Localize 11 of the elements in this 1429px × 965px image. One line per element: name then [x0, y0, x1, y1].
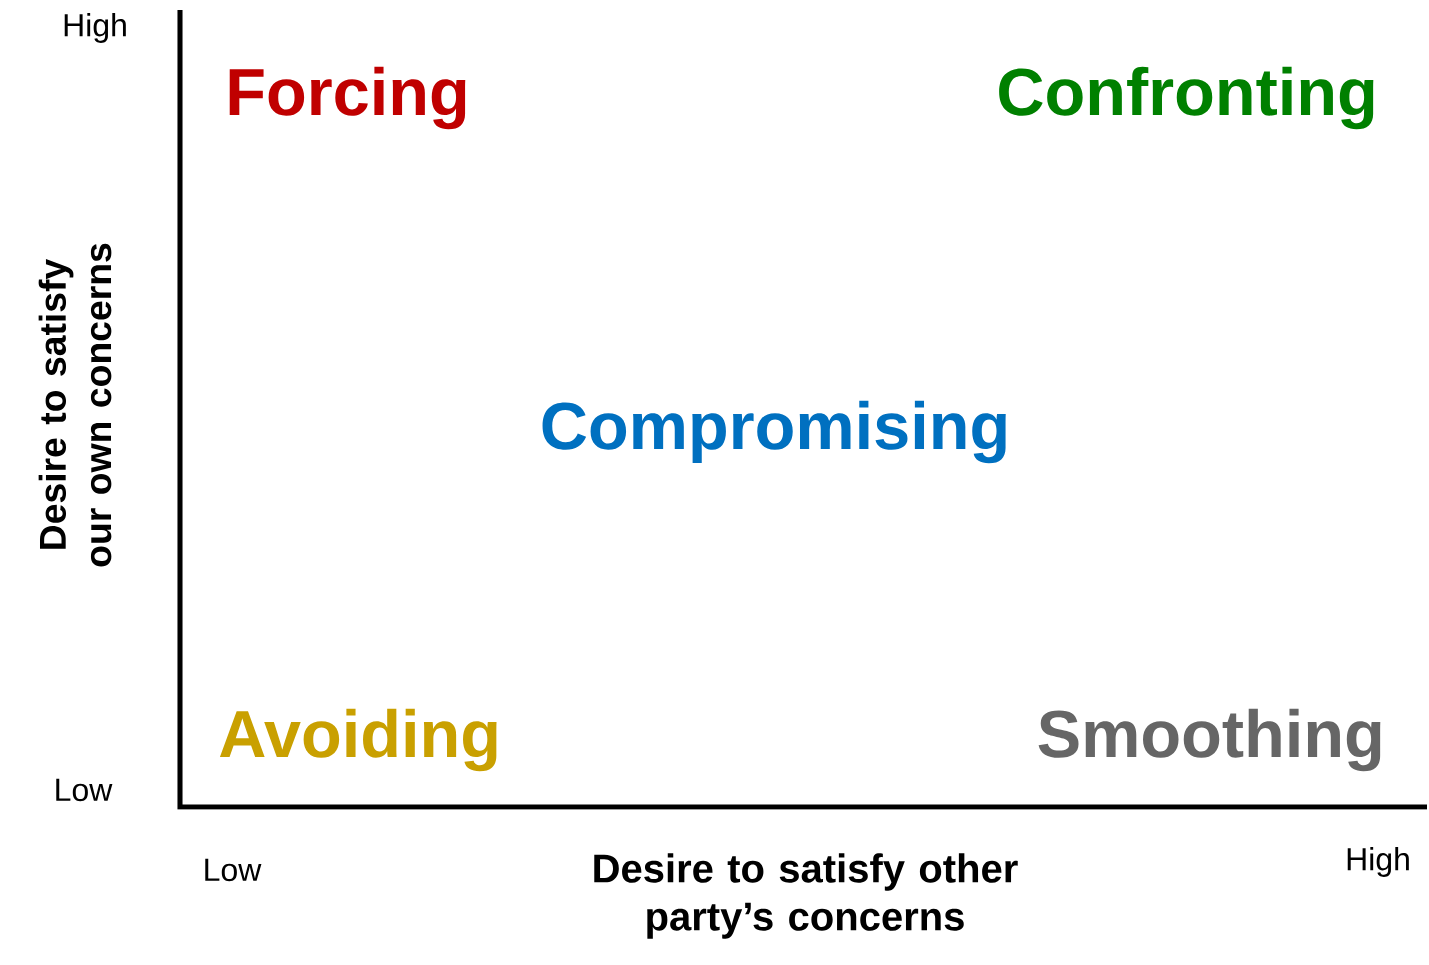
axis-title: Desire to satisfy other party’s concerns — [594, 853, 1018, 939]
quadrant-label: Confronting — [999, 66, 1374, 130]
axis-tick-label: High — [1347, 847, 1409, 877]
axis-tick-label: Low — [205, 858, 262, 882]
axis-tick-label: Low — [56, 778, 113, 802]
axis-tick-label: High — [64, 13, 126, 43]
quadrant-label: Smoothing — [1038, 708, 1381, 772]
axis-title: Desire to satisfy our own concerns — [38, 243, 112, 567]
quadrant-label: Forcing — [229, 66, 466, 130]
quadrant-label: Avoiding — [219, 708, 497, 772]
quadrant-label: Compromising — [542, 400, 1006, 464]
